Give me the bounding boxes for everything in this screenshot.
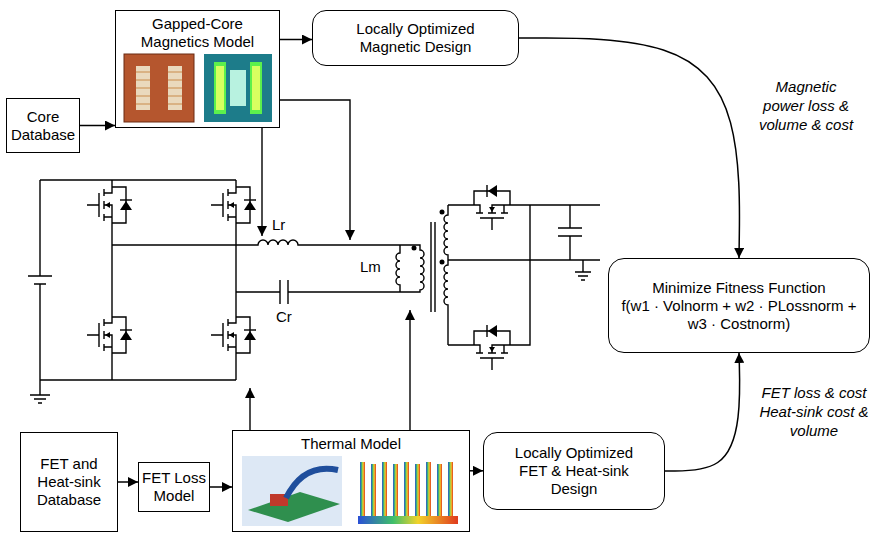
edge-label: Magnetic power loss & volume & cost <box>756 78 856 134</box>
rounded-box: Locally Optimized FET & Heat-sink Design <box>483 432 665 510</box>
leader-arrow <box>249 388 250 430</box>
node-label: Thermal Model <box>301 435 401 453</box>
primary-wiring <box>28 180 435 403</box>
heat-sink-fin <box>437 464 442 516</box>
heat-sink-fin <box>426 462 431 516</box>
component-label: Lr <box>272 216 285 234</box>
connector-arrow <box>210 486 232 488</box>
heat-sink-fin <box>360 462 365 516</box>
node-label: FET and Heat-sink Database <box>25 455 113 509</box>
node-label: Locally Optimized Magnetic Design <box>341 20 490 56</box>
connector-arrow <box>470 470 483 472</box>
heat-sink-fin <box>415 464 420 516</box>
edge-label: FET loss & cost Heat-sink cost & volume <box>758 384 870 440</box>
node-label: f(w1 · Volnorm + w2 · PLossnorm + w3 · C… <box>615 297 863 333</box>
process-box: FET Loss Model <box>138 462 210 512</box>
fea-field-plot <box>204 54 272 122</box>
secondary-wiring <box>444 205 600 345</box>
node-label: Locally Optimized FET & Heat-sink Design <box>504 444 644 498</box>
heat-sink-fin <box>404 462 409 516</box>
rounded-box: Locally Optimized Magnetic Design <box>312 10 519 66</box>
process-box: FET and Heat-sink Database <box>20 432 118 532</box>
board-model-picture <box>242 456 342 526</box>
process-box: Thermal Model <box>232 430 470 532</box>
leader-arrow <box>280 100 350 240</box>
process-box: Gapped-Core Magnetics Model <box>115 10 280 128</box>
connector-arrow <box>118 481 138 483</box>
node-label: FET Loss Model <box>142 469 206 505</box>
connector-arrow <box>519 38 739 258</box>
heat-sink-fin <box>448 462 453 516</box>
polarity-dot <box>412 210 445 265</box>
node-label: Gapped-Core Magnetics Model <box>122 15 273 51</box>
component-label: Lm <box>360 258 381 276</box>
leader-arrow <box>261 128 262 236</box>
heat-sink-fin <box>393 464 398 516</box>
connector-arrow <box>280 39 312 41</box>
core-photo <box>124 54 194 122</box>
rounded-box: Minimize Fitness Functionf(w1 · Volnorm … <box>608 258 870 353</box>
process-box: Core Database <box>6 98 80 153</box>
node-label: Minimize Fitness Function <box>652 279 825 297</box>
component-label: Cr <box>276 308 292 326</box>
heat-sink-fin <box>371 464 376 516</box>
connector-arrow <box>80 125 115 127</box>
heat-sink-fin <box>382 462 387 516</box>
node-label: Core Database <box>10 108 76 144</box>
heat-sink-picture <box>354 456 462 528</box>
leader-arrow <box>409 310 410 430</box>
connector-arrow <box>665 353 740 471</box>
